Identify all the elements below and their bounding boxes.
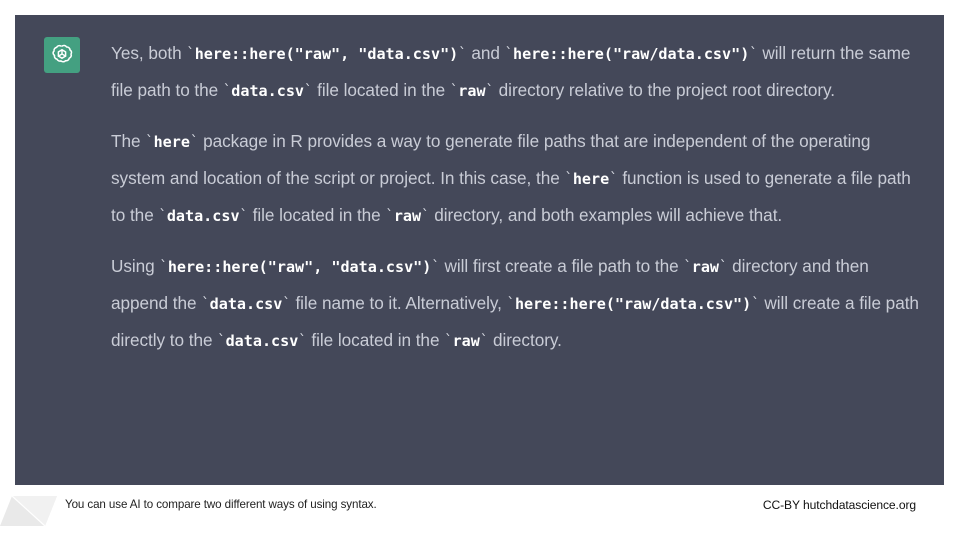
backtick-mark: ` (421, 208, 430, 224)
backtick-mark: ` (239, 208, 248, 224)
backtick-mark: ` (564, 171, 573, 187)
footer-attribution: CC-BY hutchdatascience.org (762, 498, 916, 512)
backtick-mark: ` (282, 296, 291, 312)
backtick-mark: ` (222, 83, 232, 99)
backtick-mark: ` (304, 83, 313, 99)
inline-code: raw (393, 207, 422, 225)
inline-code: here::here("raw", "data.csv") (194, 45, 459, 63)
backtick-mark: ` (298, 333, 307, 349)
inline-code: raw (452, 332, 480, 350)
backtick-mark: ` (485, 83, 494, 99)
inline-code: here (153, 133, 190, 151)
backtick-mark: ` (217, 333, 226, 349)
inline-code: here::here("raw/data.csv") (513, 45, 750, 63)
message-paragraph-2: The `here` package in R provides a way t… (111, 131, 911, 225)
backtick-mark: ` (189, 134, 199, 150)
backtick-mark: ` (504, 46, 514, 62)
backtick-mark: ` (444, 333, 453, 349)
backtick-mark: ` (683, 259, 692, 275)
inline-code: raw (691, 258, 720, 276)
backtick-mark: ` (719, 259, 728, 275)
backtick-mark: ` (458, 46, 467, 62)
inline-code: raw (458, 82, 486, 100)
openai-logo-icon (50, 43, 74, 67)
message-body: Yes, both `here::here("raw", "data.csv")… (111, 33, 928, 359)
inline-code: here::here("raw/data.csv") (514, 295, 752, 313)
backtick-mark: ` (506, 296, 515, 312)
inline-code: data.csv (166, 207, 240, 225)
parallelogram-logo-icon (0, 491, 62, 531)
inline-code: here::here("raw", "data.csv") (167, 258, 432, 276)
inline-code: data.csv (231, 82, 304, 100)
backtick-mark: ` (385, 208, 394, 224)
backtick-mark: ` (201, 296, 210, 312)
backtick-mark: ` (431, 259, 440, 275)
backtick-mark: ` (479, 333, 489, 349)
backtick-mark: ` (449, 83, 459, 99)
chat-message-panel: Yes, both `here::here("raw", "data.csv")… (15, 15, 944, 485)
backtick-mark: ` (158, 208, 167, 224)
inline-code: here (572, 170, 610, 188)
backtick-mark: ` (159, 259, 168, 275)
slide-footer: You can use AI to compare two different … (0, 485, 960, 540)
message-paragraph-1: Yes, both `here::here("raw", "data.csv")… (111, 43, 911, 100)
inline-code: data.csv (225, 332, 299, 350)
inline-code: data.csv (209, 295, 283, 313)
footer-caption: You can use AI to compare two different … (65, 498, 377, 511)
backtick-mark: ` (145, 134, 154, 150)
backtick-mark: ` (186, 46, 195, 62)
backtick-mark: ` (751, 296, 760, 312)
message-paragraph-3: Using `here::here("raw", "data.csv")` wi… (111, 256, 919, 350)
avatar (44, 37, 80, 73)
backtick-mark: ` (609, 171, 618, 187)
backtick-mark: ` (749, 46, 758, 62)
